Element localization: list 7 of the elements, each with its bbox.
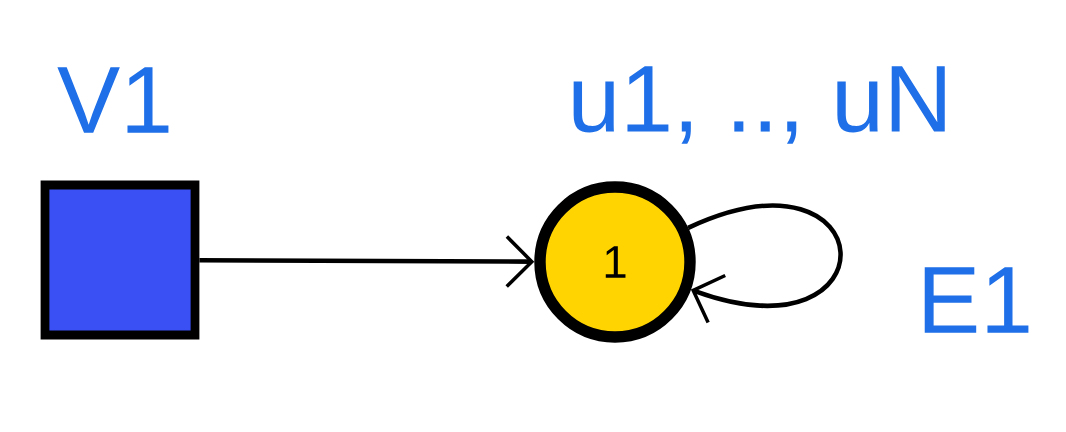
arrow [199,235,535,288]
square-node [40,180,200,340]
edge-label: E1 [924,267,1029,333]
circle-node: 1 [534,181,696,343]
handwritten-label: u1, .., uN [573,66,945,144]
arrow [687,203,843,324]
handwritten-label: V1 [57,67,169,133]
